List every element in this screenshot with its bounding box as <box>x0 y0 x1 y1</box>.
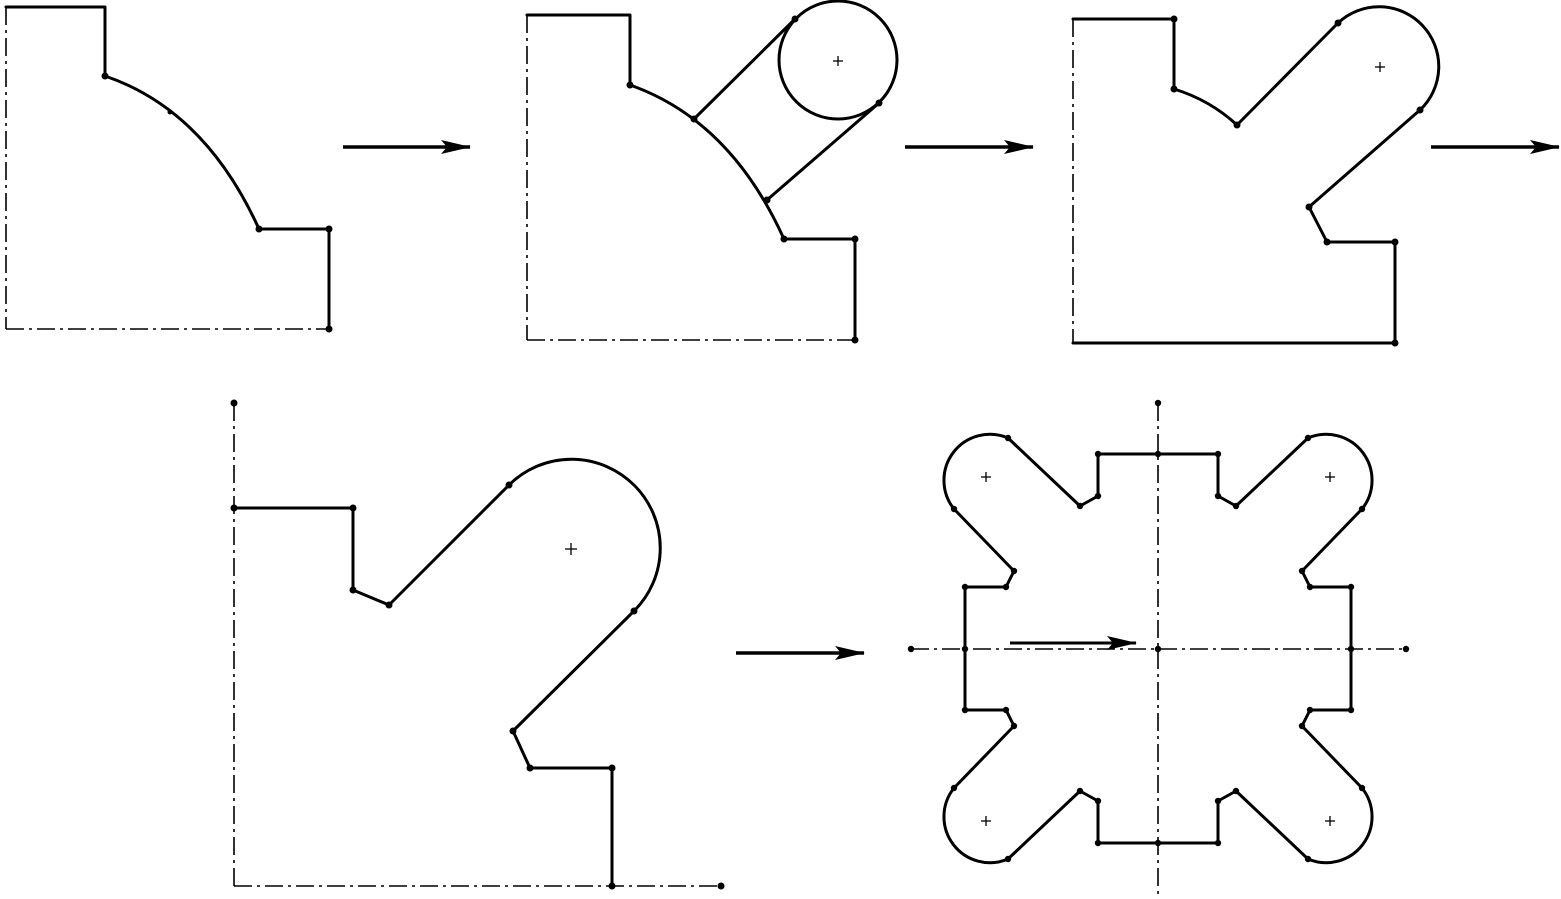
sketch-step-1 <box>4 5 333 333</box>
step-4-vertex <box>509 727 517 735</box>
step-2-vertex <box>763 196 771 204</box>
step-1-vertex <box>101 72 109 80</box>
step-5-center-marks <box>981 472 1335 826</box>
step-1-profile <box>4 5 331 331</box>
step-1-vertex <box>255 225 263 233</box>
step-4-vertex <box>526 764 534 772</box>
step-3-vertex <box>1416 106 1424 114</box>
step-3-vertex <box>1391 238 1399 246</box>
step-2-vertex <box>626 81 634 89</box>
step-4-vertex <box>608 882 616 890</box>
step-4-vertex <box>230 399 238 407</box>
step-3-profile <box>1071 5 1441 345</box>
step-1-vertex <box>325 325 333 333</box>
step-4-vertex <box>230 504 238 512</box>
sketch-step-3 <box>1071 5 1441 347</box>
step-2-tangent-line <box>692 17 797 121</box>
step-4-vertex <box>505 481 513 489</box>
step-1-vertex <box>325 225 333 233</box>
step-5-vertices <box>907 399 1410 863</box>
step-2-vertex <box>851 336 859 344</box>
sketch-step-4 <box>230 399 725 890</box>
step-1-vertex <box>167 109 173 115</box>
sketch-step-5 <box>907 399 1410 895</box>
step-4-vertex <box>349 586 357 594</box>
step-2-vertex <box>875 99 883 107</box>
step-2-profile <box>525 13 857 342</box>
step-2-tangent-line <box>765 101 881 202</box>
step-3-vertex <box>1323 238 1331 246</box>
step-4-vertex <box>349 504 357 512</box>
step-3-vertex <box>1305 203 1313 211</box>
step-3-vertex <box>1170 85 1178 93</box>
step-3-vertex <box>1170 15 1178 23</box>
step-4-profile <box>232 457 662 888</box>
step-3-vertex <box>1334 19 1342 27</box>
step-2-vertex <box>851 235 859 243</box>
step-4-vertex <box>717 882 725 890</box>
step-4-vertex <box>630 607 638 615</box>
step-2-vertex <box>791 15 799 23</box>
step-3-vertex <box>1233 121 1241 129</box>
step-3-vertex <box>1391 339 1399 347</box>
step-4-vertex <box>608 764 616 772</box>
step-2-vertex <box>690 115 698 123</box>
step-2-vertex <box>780 235 788 243</box>
step-4-vertex <box>385 601 393 609</box>
sketch-step-2 <box>525 0 899 344</box>
step-2-circle <box>777 0 899 121</box>
